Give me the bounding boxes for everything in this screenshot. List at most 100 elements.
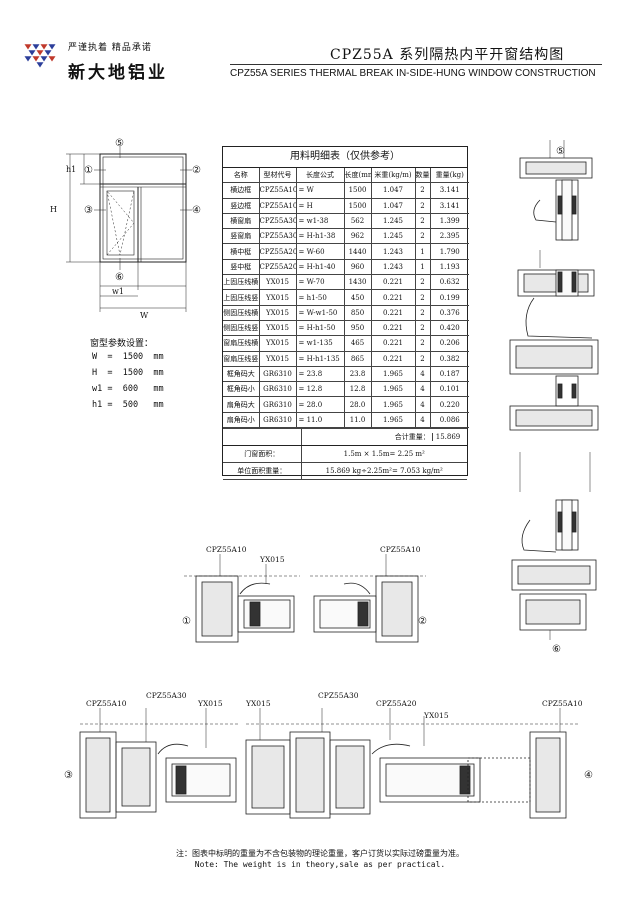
table-cell: 0.382 [429,350,469,367]
label-yx015-1: YX015 [259,555,285,564]
table-cell: = w1-135 [295,335,345,352]
table-cell: 0.420 [429,319,469,337]
bom-title: 用料明细表（仅供参考） [223,147,467,168]
callout-3: ③ [84,205,93,216]
section-callout-2: ② [418,616,427,627]
company-name: 新大地铝业 [68,63,168,83]
table-cell: 3.141 [429,182,469,199]
header-divider [230,64,602,65]
callout-4: ④ [192,205,201,216]
table-cell: 0.221 [370,289,416,306]
callout-6: ⑥ [115,272,124,283]
param-H: H = 1500 mm [92,368,164,378]
table-cell: 4 [414,411,431,429]
label-yx015-4: YX015 [423,711,449,720]
dim-w1: w1 [112,287,124,296]
table-cell: 1 [414,243,431,260]
table-cell: = w1-38 [295,212,345,230]
table-cell: 1 [414,258,431,276]
table-cell: 850 [343,304,372,321]
area-value: 1.5m × 1.5m= 2.25 m² [300,445,467,464]
label-cpz55a10-1: CPZ55A10 [206,545,247,554]
table-cell: = H-h1-135 [295,350,345,367]
table-cell: 2.395 [429,228,469,245]
table-cell: 上固压线竖 [223,289,260,306]
table-cell: 1500 [343,182,372,199]
table-cell: 562 [343,212,372,230]
callout-5: ⑤ [115,138,124,149]
table-cell: YX015 [258,274,297,291]
table-cell: 23.8 [343,365,372,383]
table-cell: 0.221 [370,274,416,291]
table-cell: 侧固压线竖 [223,319,260,337]
bom-table: 用料明细表（仅供参考） 名称 型材代号 长度公式 长度(mm) 米重(kg/m)… [222,146,469,481]
table-cell: 1.965 [370,411,416,429]
table-cell: 0.101 [429,381,469,398]
table-cell: 11.0 [343,411,372,429]
table-cell: 2 [414,335,431,352]
table-cell: 横窗扇 [223,212,260,230]
bom-total-row: 合计重量： 15.869 [223,428,467,447]
table-cell: = W-w1-50 [295,304,345,321]
table-cell: 扇角码小 [223,411,260,429]
col-header: 长度公式 [295,168,345,184]
section-drawing-1-2: CPZ55A10 YX015 CPZ55A10 ① ② [182,545,427,643]
total-label: 合计重量： [394,433,430,442]
table-cell: 1.047 [370,197,416,214]
table-cell: 950 [343,319,372,337]
table-cell: 962 [343,228,372,245]
col-header: 米重(kg/m) [370,168,416,184]
table-cell: 0.221 [370,335,416,352]
table-cell: = 28.0 [295,396,345,413]
table-cell: 465 [343,335,372,352]
bom-header-row: 名称 型材代号 长度公式 长度(mm) 米重(kg/m) 数量 重量(kg) [223,168,469,184]
table-cell: CPZ55A20 [258,258,297,276]
table-cell: 0.220 [429,396,469,413]
table-cell: = W-70 [295,274,345,291]
table-cell: 1500 [343,197,372,214]
table-cell: = W [295,182,345,199]
table-cell: YX015 [258,289,297,306]
col-header: 型材代号 [258,168,297,184]
table-cell: GR6310 [258,396,297,413]
table-cell: 28.0 [343,396,372,413]
area-label: 门窗面积： [223,445,302,464]
page-title: CPZ55A 系列隔热内平开窗结构图 [330,47,565,63]
table-cell: 1.243 [370,243,416,260]
table-cell: 2 [414,197,431,214]
section-drawing-3-4: CPZ55A10 CPZ55A30 YX015 YX015 CPZ55A30 C… [64,692,593,819]
table-cell: GR6310 [258,411,297,429]
table-cell: 3.141 [429,197,469,214]
footnote-en: Note: The weight is in theory,sale as pe… [194,860,446,869]
table-cell: 1.965 [370,365,416,383]
table-cell: 窗扇压线竖 [223,350,260,367]
table-cell: 4 [414,365,431,383]
table-cell: YX015 [258,350,297,367]
unit-label: 单位面积重量： [223,462,302,481]
table-cell: CPZ55A10 [258,182,297,199]
table-cell: CPZ55A20 [258,243,297,260]
vertical-section-drawing: ⑤ ⑥ [509,140,599,655]
unit-value: 15.869 kg÷2.25m²= 7.053 kg/m² [300,462,467,481]
table-cell: YX015 [258,335,297,352]
section-callout-3: ③ [64,770,73,781]
param-h1: h1 = 500 mm [92,400,164,410]
table-cell: 2 [414,304,431,321]
dim-H: H [50,205,57,214]
table-cell: 1.965 [370,381,416,398]
footnote-cn: 注：图表中标明的重量为不含包装物的理论重量，客户订货以实际过磅重量为准。 [176,849,464,858]
table-cell: = 23.8 [295,365,345,383]
page-subtitle: CPZ55A SERIES THERMAL BREAK IN-SIDE-HUNG… [230,68,596,79]
table-cell: GR6310 [258,381,297,398]
